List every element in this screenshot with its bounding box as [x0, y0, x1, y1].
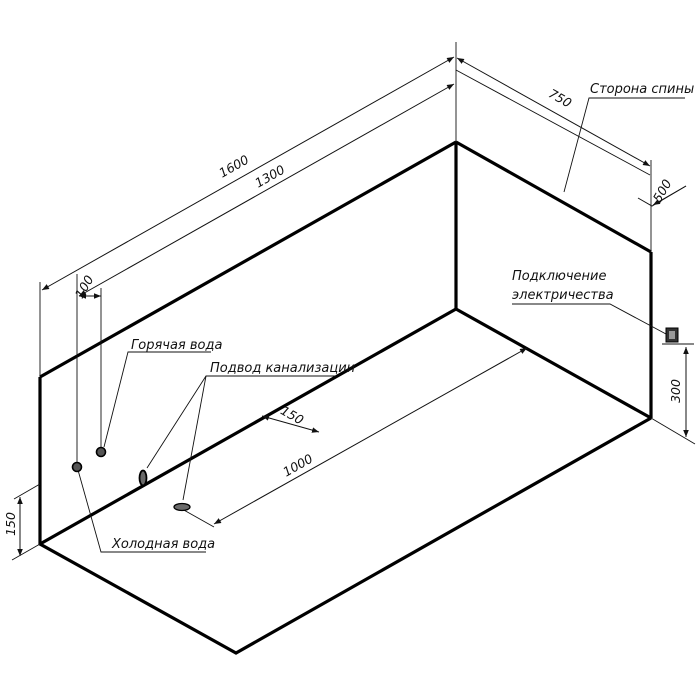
dim-line-750 — [456, 57, 651, 167]
floor-back-edge — [39, 307, 457, 546]
dim-100: 100 — [72, 273, 97, 301]
dim-line-1000 — [213, 347, 528, 525]
label-power-connection-2: электричества — [512, 288, 614, 303]
label-power-connection-1: Подключение — [512, 269, 606, 284]
dim-line-500-arrow — [652, 185, 687, 206]
label-drain-connection: Подвод канализации — [210, 361, 355, 376]
dim-1300: 1300 — [252, 162, 287, 191]
leader-lines — [77, 97, 685, 553]
power-socket-icon — [665, 327, 679, 343]
floor-right-edge — [455, 307, 652, 420]
hot-water-pipe-icon — [95, 446, 107, 458]
side-drain-icon — [138, 469, 148, 487]
dim-1600: 1600 — [216, 152, 251, 181]
drain-leader-2 — [182, 375, 207, 501]
callout-labels: Сторона спины Подключение электричества … — [111, 82, 694, 552]
right-wall-top-edge — [455, 140, 652, 254]
dimension-numbers: 1600 1300 100 750 500 300 150 150 1000 — [3, 86, 683, 536]
label-back-side: Сторона спины — [590, 82, 694, 97]
hot-water-leader — [103, 351, 211, 448]
dim-500: 500 — [650, 177, 675, 205]
dim-750: 750 — [546, 86, 574, 111]
dim-line-1300 — [78, 83, 455, 297]
dim-150-drain: 150 — [278, 403, 306, 428]
bathtub-outline — [38, 140, 653, 655]
dimension-lines — [17, 56, 689, 556]
dim-line-1600 — [41, 56, 455, 291]
cold-water-pipe-icon — [71, 461, 83, 473]
back-wall-top-edge — [39, 140, 457, 379]
label-cold-water: Холодная вода — [111, 537, 215, 552]
fittings — [71, 327, 679, 512]
label-hot-water: Горячая вода — [131, 338, 222, 353]
dim-150-left: 150 — [3, 512, 18, 536]
cold-water-leader — [77, 469, 206, 553]
power-leader — [512, 303, 667, 335]
front-left-wall — [38, 377, 652, 655]
dim-300: 300 — [668, 379, 683, 403]
floor-drain-icon — [173, 502, 191, 512]
dim-1000: 1000 — [280, 451, 315, 480]
back-side-leader — [563, 97, 685, 193]
